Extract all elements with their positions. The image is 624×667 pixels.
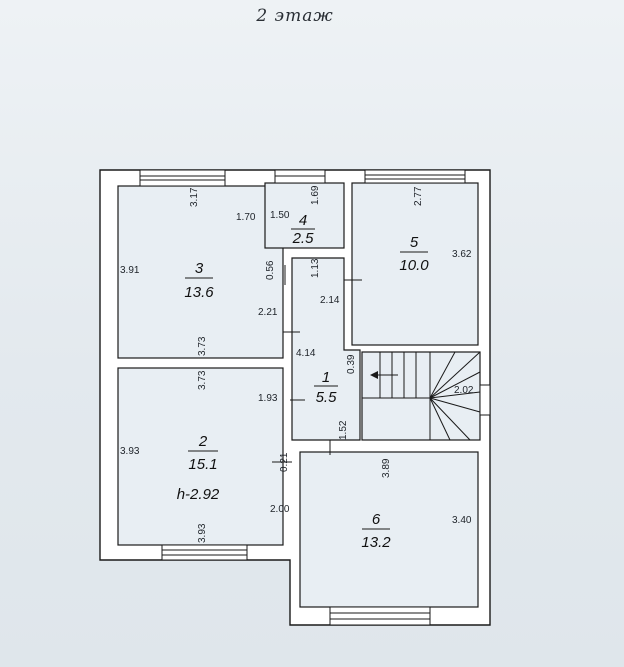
- dim-r3-bottom: 3.73: [197, 336, 208, 356]
- dim-r2-bottom: 3.93: [197, 523, 208, 543]
- room-6-area: 13.2: [361, 534, 391, 551]
- dim-r3-right-upper: 0.56: [265, 260, 276, 280]
- stair-area: [361, 351, 481, 441]
- room-5-number: 5: [410, 234, 419, 251]
- room-6-number: 6: [372, 511, 381, 528]
- dim-r3-right-lower: 2.21: [258, 307, 278, 318]
- room-1-area: 5.5: [316, 389, 338, 406]
- dim-r4-top: 1.69: [310, 185, 321, 205]
- room-1: [291, 257, 361, 441]
- dim-r2-right: 0.21: [279, 452, 290, 472]
- room-2-area: 15.1: [188, 456, 217, 473]
- dim-r1-left: 4.14: [296, 348, 316, 359]
- dim-r4-left: 1.50: [270, 210, 290, 221]
- floor-title: 2 этаж: [256, 6, 334, 26]
- room-5: [351, 182, 479, 346]
- room-5-area: 10.0: [399, 257, 429, 274]
- dim-r3-top: 3.17: [189, 187, 200, 207]
- staircase: [362, 351, 491, 441]
- room-2: [117, 367, 284, 546]
- dim-r6-top: 3.89: [381, 458, 392, 478]
- room-4-number: 4: [299, 212, 307, 229]
- dim-r5-left: 2.14: [320, 295, 340, 306]
- dim-r2-top: 3.73: [197, 370, 208, 390]
- room-3-number: 3: [195, 260, 204, 277]
- room-4: [264, 182, 345, 249]
- dim-r3-left: 3.91: [120, 265, 140, 276]
- dim-stair: 2.02: [454, 385, 474, 396]
- dim-r2-right-lower: 2.00: [270, 504, 290, 515]
- room-3-area: 13.6: [184, 284, 214, 301]
- dim-r5-top: 2.77: [413, 186, 424, 206]
- window-room-2: [161, 544, 248, 561]
- window-room-3: [139, 169, 226, 187]
- dim-r6-right: 3.40: [452, 515, 472, 526]
- window-room-5: [364, 169, 466, 184]
- dim-r4-bottom: 1.13: [310, 258, 321, 278]
- room-2-height: h-2.92: [177, 486, 220, 503]
- dim-r4-left-ext: 1.70: [236, 212, 256, 223]
- window-room-6: [329, 606, 431, 626]
- room-2-number: 2: [198, 433, 208, 450]
- dim-r1-bottom: 1.52: [338, 420, 349, 440]
- room-1-number: 1: [322, 369, 330, 386]
- dim-r1-bottom-left: 1.93: [258, 393, 278, 404]
- room-4-area: 2.5: [292, 230, 315, 247]
- dim-r5-right: 3.62: [452, 249, 472, 260]
- dim-r2-left: 3.93: [120, 446, 140, 457]
- dim-r1-top-right: 0.39: [346, 354, 357, 374]
